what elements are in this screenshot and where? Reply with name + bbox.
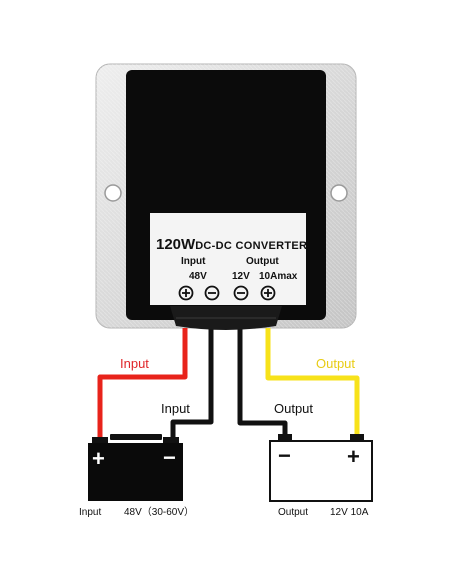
battery-terminal-positive: [92, 437, 108, 445]
wire-yellow: [265, 328, 360, 440]
wire-black-output: [237, 328, 288, 440]
battery-caption-value: 48V（30-60V）: [124, 507, 195, 518]
battery-minus-sign: −: [163, 445, 176, 470]
mounting-hole-left: [104, 184, 122, 202]
device-input-voltage: 48V: [189, 271, 207, 282]
load-caption-name: Output: [278, 507, 309, 518]
battery-top-strip: [110, 434, 162, 440]
battery-terminal-negative: [163, 437, 179, 445]
device-output-header: Output: [246, 256, 279, 267]
battery-body: [88, 443, 183, 501]
load-plus-sign: +: [347, 444, 360, 469]
wire-black-input: [170, 328, 214, 442]
device-title-power: 120W: [156, 236, 196, 253]
battery-caption-name: Input: [79, 507, 102, 518]
device-input-header: Input: [181, 256, 206, 267]
device-title: 120WDC-DC CONVERTER: [156, 237, 307, 253]
load-terminal-negative: [278, 434, 292, 442]
device-output-voltage: 12V: [232, 271, 250, 282]
load-caption-value: 12V 10A: [330, 507, 369, 518]
battery-plus-sign: +: [92, 446, 105, 471]
load-minus-sign: −: [278, 443, 291, 468]
label-input-black: Input: [161, 401, 190, 416]
label-input-red: Input: [120, 356, 149, 371]
device-title-rest: DC-DC CONVERTER: [195, 240, 308, 252]
device-output-current: 10Amax: [259, 271, 298, 282]
load-terminal-positive: [350, 434, 364, 442]
load-body: [269, 440, 373, 502]
mounting-hole-right: [330, 184, 348, 202]
label-output-yellow: Output: [316, 356, 356, 371]
label-output-black: Output: [274, 401, 314, 416]
wire-red: [97, 328, 188, 442]
device-label: [150, 213, 306, 305]
